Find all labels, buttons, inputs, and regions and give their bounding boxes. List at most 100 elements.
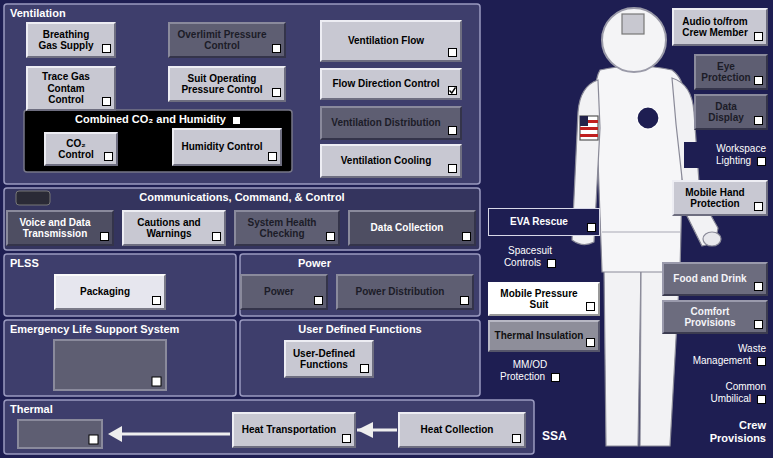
box-label: Food and Drink	[673, 273, 746, 285]
function-box: Humidity Control	[172, 128, 282, 166]
checkbox	[448, 86, 457, 95]
panel-ground	[240, 320, 480, 396]
panel-heading: Combined CO₂ and Humidity	[75, 113, 226, 126]
box-label: Overlimit Pressure Control	[174, 29, 270, 52]
checkbox	[314, 296, 323, 305]
checkbox	[512, 434, 521, 443]
flag-stripe	[580, 127, 598, 130]
checkbox	[448, 126, 457, 135]
group-panel: Combined CO₂ and HumidityCO₂ Control Humi…	[24, 110, 292, 172]
checkbox	[268, 152, 277, 161]
box-label: Ventilation Cooling	[341, 155, 432, 167]
item-label: Waste Management	[693, 343, 766, 366]
function-box: Mobile Hand Protection	[672, 180, 768, 216]
checkbox	[462, 232, 471, 241]
box-label: System Health Checking	[240, 217, 324, 240]
box-label: Data Display	[700, 101, 752, 124]
box-label: Suit Operating Pressure Control	[174, 73, 270, 96]
suit-glove	[703, 232, 721, 246]
panel-heading: Ventilation	[10, 7, 66, 20]
connector-group	[357, 430, 397, 431]
checkbox	[757, 357, 766, 366]
function-box: Power Distribution	[336, 274, 474, 310]
checkbox	[272, 88, 281, 97]
box-label: Cautions and Warnings	[128, 217, 210, 240]
checkbox	[360, 364, 369, 373]
checkbox	[754, 32, 763, 41]
label-patch: Spacesuit Controls	[488, 244, 572, 270]
box-label: Heat Transportation	[242, 424, 336, 436]
function-box: Heat Collection	[398, 412, 526, 448]
function-box: Suit Operating Pressure Control	[168, 66, 286, 102]
flag-canton	[580, 116, 588, 126]
function-box: Eye Protection	[694, 54, 768, 90]
checkbox	[152, 377, 161, 386]
group-panel: VentilationBreathing Gas Supply Overlimit…	[4, 4, 480, 184]
function-box: Comfort Provisions	[662, 300, 768, 334]
checkbox	[757, 157, 766, 166]
checkbox	[587, 223, 596, 232]
box-label: Ventilation Flow	[348, 35, 424, 47]
group-panel: PLSS Packaging	[4, 254, 236, 316]
suit-waist-ring	[602, 231, 680, 232]
label-patch: SSA	[540, 428, 580, 444]
checkbox	[586, 302, 595, 311]
checkbox	[586, 338, 595, 347]
panel-heading: PLSS	[10, 257, 39, 270]
checkmark	[450, 88, 456, 94]
checkbox	[448, 48, 457, 57]
function-box: EVA Rescue	[488, 208, 600, 236]
box-label: Comfort Provisions	[668, 306, 752, 329]
panel-ground	[240, 254, 480, 316]
item-label: SSA	[542, 429, 567, 443]
box-label: Voice and Data Transmission	[12, 217, 98, 240]
function-box: Ventilation Flow	[320, 20, 462, 62]
label-patch: Workspace Lighting	[684, 142, 768, 168]
checkbox	[754, 76, 763, 85]
checkbox	[272, 44, 281, 53]
flow-arrow-head	[108, 426, 122, 442]
item-label: MM/OD Protection	[500, 359, 547, 382]
panel-heading: Thermal	[10, 403, 53, 416]
checkbox	[342, 434, 351, 443]
helmet-visor	[622, 14, 644, 34]
suit-emblem	[637, 107, 659, 129]
group-panel: PowerPowerPower Distribution	[240, 254, 480, 316]
group-panel: Emergency Life Support System	[4, 320, 236, 396]
function-box: Flow Direction Control	[320, 68, 462, 100]
function-box: Voice and Data Transmission	[6, 210, 114, 246]
box-label: Breathing Gas Supply	[32, 29, 100, 52]
label-patch: MM/OD Protection	[488, 358, 572, 384]
panel-heading: Power	[298, 257, 331, 270]
function-box: Ventilation Distribution	[320, 106, 462, 140]
panel-ground	[4, 188, 480, 250]
group-panel: User Defined FunctionsUser-Defined Funct…	[240, 320, 480, 396]
function-box: System Health Checking	[234, 210, 340, 246]
checkmark	[449, 87, 456, 94]
box-label: Heat Collection	[421, 424, 494, 436]
checkbox	[754, 202, 763, 211]
box-label: Humidity Control	[181, 141, 262, 153]
function-box: Ventilation Cooling	[320, 144, 462, 178]
checkbox	[104, 152, 113, 161]
checkbox	[102, 97, 111, 106]
function-box: CO₂ Control	[44, 132, 118, 166]
function-box: Audio to/from Crew Member	[672, 8, 768, 46]
flag-stripe	[580, 134, 598, 137]
blank-box	[54, 340, 166, 390]
function-box: User-Defined Functions	[284, 340, 374, 378]
box-label: Mobile Hand Protection	[678, 187, 752, 210]
flag-patch	[580, 116, 598, 140]
panel-ground	[4, 320, 236, 396]
panel-ground	[4, 400, 534, 454]
checkbox	[754, 116, 763, 125]
function-box: Cautions and Warnings	[122, 210, 226, 246]
function-box: Thermal Insulation	[488, 320, 600, 352]
function-box: Packaging	[54, 274, 166, 310]
box-label: EVA Rescue	[510, 216, 568, 228]
function-box: Heat Transportation	[232, 412, 356, 448]
checkbox	[102, 44, 111, 53]
function-box: Breathing Gas Supply	[26, 22, 116, 58]
function-box: Data Collection	[348, 210, 476, 246]
